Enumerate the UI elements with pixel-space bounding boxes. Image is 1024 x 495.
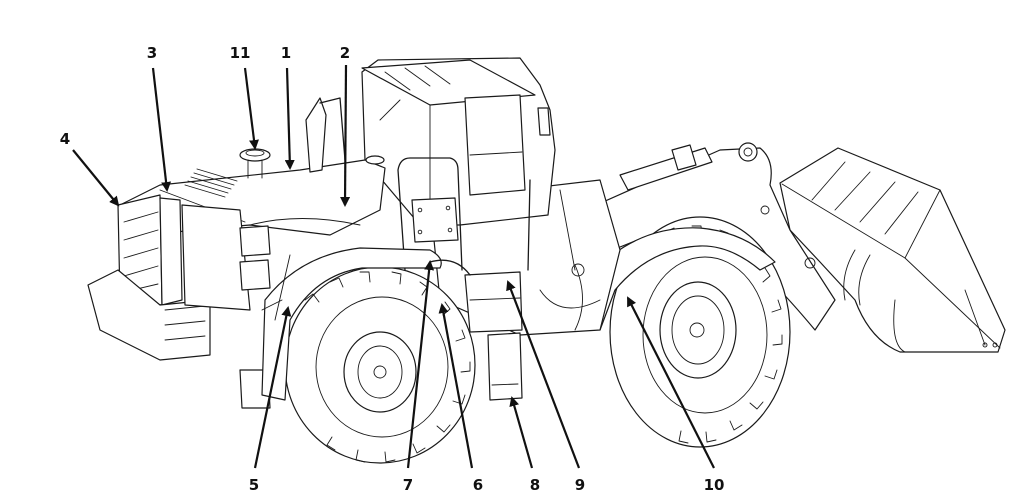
callout-arrow-10 [627,296,715,469]
callout-label-7: 7 [403,476,413,494]
callout-arrow-5 [253,306,292,469]
callout-arrow-8 [509,396,534,469]
callout-label-6: 6 [473,476,483,494]
bucket [779,147,1006,353]
callout-arrow-7 [406,260,435,469]
callout-label-10: 10 [704,476,725,494]
callout-arrow-4 [72,149,120,207]
callout-arrows [72,64,715,469]
front-fender [584,227,776,331]
callout-label-1: 1 [281,44,291,62]
callout-arrow-11 [243,67,259,150]
hood-grille [184,168,238,198]
callout-label-5: 5 [249,476,259,494]
callout-arrow-1 [284,67,295,170]
callout-label-2: 2 [340,44,350,62]
callout-arrow-3 [151,67,172,192]
front-tire [609,216,791,448]
callout-label-8: 8 [530,476,540,494]
callout-arrow-2 [340,64,351,207]
callout-label-3: 3 [147,44,157,62]
callout-label-4: 4 [60,130,70,148]
rear-grille [87,194,271,409]
callout-label-11: 11 [230,44,251,62]
callout-arrow-9 [506,280,581,469]
rear-tire [284,266,476,464]
callout-label-9: 9 [575,476,585,494]
callout-arrow-6 [438,303,474,469]
callout-labels: 1 2 3 4 5 6 7 8 9 10 11 [60,44,725,494]
loader-illustration [87,57,1006,464]
operator-cab [361,57,556,271]
